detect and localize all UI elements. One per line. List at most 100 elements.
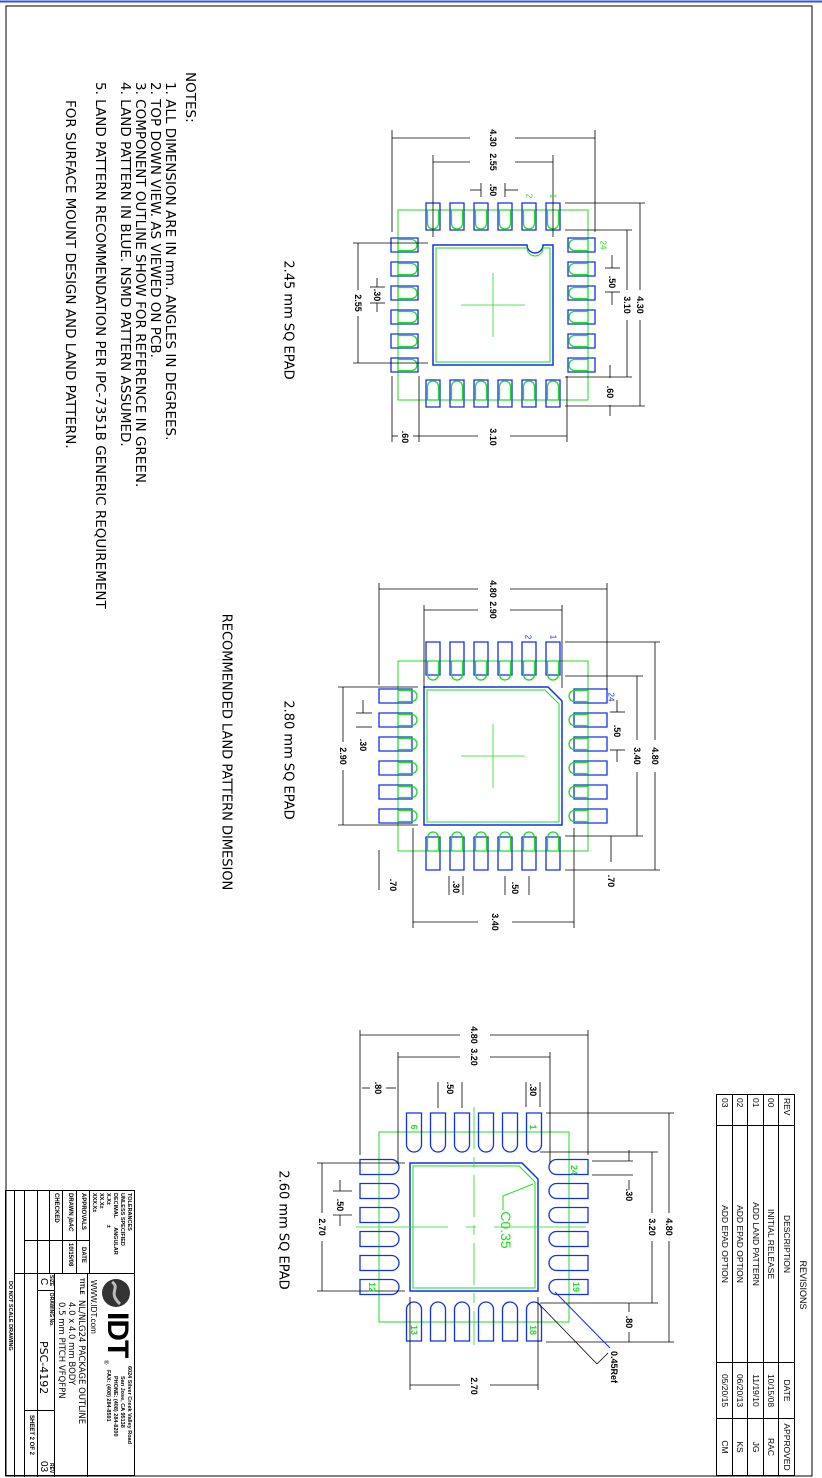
notes-heading: NOTES: [182, 72, 198, 123]
land-pad [477, 1112, 495, 1153]
dim-label: 4.30 [635, 296, 645, 314]
land-pad [359, 1206, 400, 1224]
rev-description: ADD LAND PATTERN [748, 1125, 764, 1363]
dim-label: 2.55 [488, 153, 498, 171]
component-lead [568, 286, 589, 300]
dim-label: .80 [624, 1316, 634, 1329]
land-pad [548, 1158, 589, 1176]
revisions-title: REVISIONS [794, 1094, 812, 1476]
component-outline [397, 660, 589, 852]
component-lead [546, 380, 560, 401]
dim-label: .70 [388, 879, 398, 892]
component-lead [397, 334, 418, 348]
pin-label-19: 19 [571, 1282, 581, 1292]
component-lead [568, 262, 589, 276]
rev-description: ADD EPAD OPTION [717, 1125, 733, 1363]
land-pad [567, 237, 596, 253]
land-pad [545, 836, 561, 871]
dim-label: 2.90 [338, 747, 348, 765]
land-pad [573, 712, 608, 728]
component-lead [568, 737, 589, 751]
pin-label-1: 1 [549, 635, 558, 640]
dim-label: 2.70 [469, 1377, 479, 1395]
footprint-2-caption: 2.80 mm SQ EPAD [281, 700, 296, 819]
exposed-pad [432, 244, 554, 366]
pin-label-18: 18 [528, 1325, 538, 1335]
drawing-no: PSC-4192 [37, 1341, 50, 1395]
land-pad [425, 379, 441, 408]
company-logo-text: IDT [101, 1312, 134, 1358]
component-lead [426, 660, 440, 681]
land-pad [545, 202, 561, 231]
dim-label: 4.80 [664, 1218, 674, 1236]
land-pad [390, 309, 419, 325]
dim-label: 3.40 [632, 747, 642, 765]
dimension-line [596, 1352, 609, 1365]
note-1: 1. ALL DIMENSION ARE IN mm. ANGLES IN DE… [162, 82, 178, 440]
land-pad [405, 1112, 423, 1153]
component-lead [474, 209, 488, 230]
component-lead [498, 209, 512, 230]
land-pad [449, 836, 465, 871]
size-value: C [38, 1278, 49, 1286]
land-pad [473, 641, 489, 676]
corner-ref-label: 0.45Ref [609, 1351, 619, 1384]
title-line: 0.5 mm PITCH VFQFPN [56, 1302, 66, 1399]
component-outline [397, 209, 589, 401]
footprint-2: 2.80 mm SQ EPAD 4.80 2.90 .50 3.40 4.80 … [281, 580, 661, 931]
component-lead [397, 286, 418, 300]
dim-label: 3.10 [488, 428, 498, 446]
angular-value: ± [105, 1224, 111, 1228]
idt-logo-icon [102, 1279, 130, 1307]
exposed-pad [423, 686, 563, 826]
sheet-number: SHEET 2 OF 2 [24, 1411, 37, 1477]
land-pad [548, 1230, 589, 1248]
dim-label: .50 [612, 725, 622, 738]
land-pad [378, 736, 413, 752]
component-lead [522, 209, 536, 230]
dim-label: 3.10 [622, 296, 632, 314]
company-header: IDT ® 6024 Silver Creek Valley Road San … [87, 1274, 134, 1477]
drawing-no-label: DRAWING No. [48, 1293, 54, 1327]
logo-registered-mark: ® [102, 1360, 108, 1365]
dim-label: .60 [605, 386, 615, 399]
component-lead [397, 238, 418, 252]
component-lead [474, 831, 488, 852]
blank-cell [37, 1191, 49, 1241]
rev-approver: JG [748, 1418, 764, 1476]
dim-label: .30 [358, 739, 368, 752]
land-pad [573, 808, 608, 824]
tolerances-box: TOLERANCES UNLESS SPECIFIED DECIMAL ANGU… [89, 1191, 134, 1274]
land-pad [429, 1112, 447, 1153]
land-pad [473, 836, 489, 871]
land-pad [567, 309, 596, 325]
component-lead [397, 689, 418, 703]
blank-cell [24, 1274, 37, 1411]
rev-value: 03 [38, 1461, 49, 1473]
land-pad [473, 202, 489, 231]
land-pad [548, 1254, 589, 1272]
land-pad [521, 836, 537, 871]
land-pad [573, 736, 608, 752]
land-pad [425, 202, 441, 231]
tolerances-label: UNLESS SPECIFIED [119, 1193, 125, 1246]
note-5: 5. LAND PATTERN RECOMMENDATION PER IPC-7… [92, 82, 108, 609]
rev-cell: REV 03 [37, 1411, 54, 1477]
land-pad [378, 688, 413, 704]
land-pad [425, 836, 441, 871]
component-lead [522, 831, 536, 852]
header-date: DATE [779, 1362, 795, 1419]
address-line: FAX: (408) 284-8591 [105, 1370, 111, 1422]
component-exposed-pad [412, 1165, 536, 1289]
dim-label: 3.20 [647, 1218, 657, 1236]
tolerance-value: XX.X± [98, 1193, 104, 1209]
rev-approver: KS [732, 1418, 748, 1476]
address-line: San Jose, CA 95138 [119, 1376, 125, 1428]
rev-date: 11/19/10 [748, 1362, 764, 1419]
land-pad [359, 1182, 400, 1200]
checked-date [49, 1241, 62, 1274]
component-lead [568, 713, 589, 727]
dim-label: 4.80 [469, 1026, 479, 1044]
title-label: TITLE [78, 1278, 84, 1295]
